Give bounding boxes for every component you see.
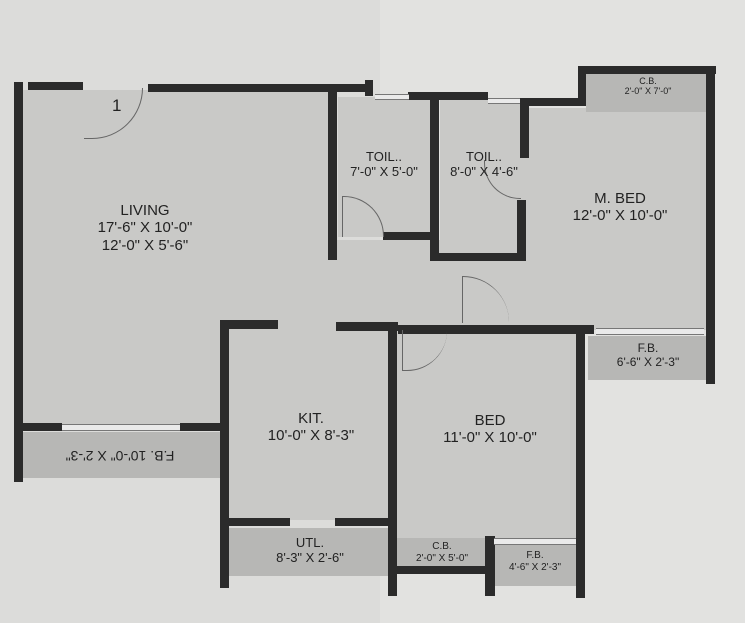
master-bed-cupboard-label: C.B. 2'-0" X 7'-0" — [600, 76, 696, 97]
room-name: UTL. — [295, 535, 325, 550]
room-dims: 12'-0" X 10'-0" — [572, 207, 668, 225]
room-dims: 8'-3" X 2'-6" — [276, 549, 344, 565]
wall — [485, 536, 495, 596]
wall — [14, 82, 23, 482]
wall — [20, 423, 62, 431]
master-bedroom-floor — [524, 108, 706, 330]
wall — [220, 320, 278, 329]
master-bed-french-balcony — [588, 336, 706, 380]
room-name: TOIL.. — [366, 149, 402, 164]
room-name: C.B. — [432, 541, 452, 552]
wall — [408, 92, 488, 100]
wall — [365, 80, 373, 96]
toilet-2-label: TOIL.. 8'-0" X 4'-6" — [436, 149, 532, 180]
toilet-1-label: TOIL.. 7'-0" X 5'-0" — [334, 149, 434, 180]
wall — [520, 98, 529, 158]
room-dims: 12'-0" X 5'-6" — [101, 236, 189, 254]
room-dims: 7'-0" X 5'-0" — [350, 163, 418, 179]
window — [375, 94, 409, 100]
master-bed-balcony-label: F.B. 6'-6" X 2'-3" — [590, 341, 706, 370]
room-name: BED — [474, 412, 506, 429]
wall — [388, 326, 397, 596]
door-number: 1 — [112, 96, 122, 115]
wall — [328, 92, 337, 260]
utility-label: UTL. 8'-3" X 2'-6" — [240, 535, 380, 566]
wall — [220, 320, 229, 588]
room-name: M. BED — [594, 190, 646, 207]
room-name: TOIL.. — [466, 149, 502, 164]
window — [596, 328, 704, 335]
room-dims: 2'-0" X 7'-0" — [624, 86, 672, 97]
wall — [390, 566, 488, 574]
room-dims: 2'-0" X 5'-0" — [415, 552, 469, 564]
wall — [336, 322, 398, 331]
room-dims: 11'-0" X 10'-0" — [443, 429, 537, 447]
wall — [520, 98, 584, 106]
room-name: KIT. — [298, 410, 324, 427]
window — [494, 538, 576, 545]
wall — [180, 423, 222, 431]
room-name: C.B. — [639, 76, 657, 86]
wall — [148, 84, 370, 92]
wall — [228, 518, 290, 526]
wall — [28, 82, 83, 90]
kitchen-floor — [228, 330, 388, 520]
wall — [398, 325, 594, 334]
room-dims: 10'-0" X 8'-3" — [267, 427, 355, 445]
room-name: LIVING — [120, 202, 170, 219]
kitchen-label: KIT. 10'-0" X 8'-3" — [236, 410, 386, 445]
living-label: LIVING 17'-6" X 10'-0" 12'-0" X 5'-6" — [70, 202, 220, 254]
wall — [335, 518, 390, 526]
wall — [383, 232, 433, 240]
living-french-balcony — [20, 432, 220, 478]
master-bed-cupboard — [586, 72, 708, 112]
bedroom-label: BED 11'-0" X 10'-0" — [405, 412, 575, 447]
room-dims: 8'-0" X 4'-6" — [450, 163, 518, 179]
room-dims: 6'-6" X 2'-3" — [616, 354, 680, 369]
wall — [578, 66, 716, 74]
wall — [430, 253, 526, 261]
wall — [576, 330, 585, 598]
room-dims: 4'-6" X 2'-3" — [508, 561, 562, 573]
room-name: F.B. 10'-0" X 2'-3" — [65, 448, 175, 465]
wall — [578, 66, 586, 106]
room-name: F.B. — [526, 550, 544, 561]
room-dims: 17'-6" X 10'-0" — [97, 219, 193, 237]
wall — [430, 92, 439, 260]
bed-balcony-label: F.B. 4'-6" X 2'-3" — [494, 550, 576, 573]
master-bedroom-label: M. BED 12'-0" X 10'-0" — [540, 190, 700, 225]
bed-french-balcony — [494, 544, 576, 586]
room-name: F.B. — [637, 341, 659, 355]
window — [488, 98, 520, 104]
toilet-2-floor — [440, 100, 524, 258]
window — [62, 424, 180, 431]
living-balcony-label: F.B. 10'-0" X 2'-3" — [20, 448, 220, 464]
wall — [706, 66, 715, 384]
utility-floor — [228, 528, 388, 576]
wall — [517, 200, 526, 260]
bed-cupboard-label: C.B. 2'-0" X 5'-0" — [400, 541, 484, 564]
bed-cupboard — [397, 538, 485, 568]
